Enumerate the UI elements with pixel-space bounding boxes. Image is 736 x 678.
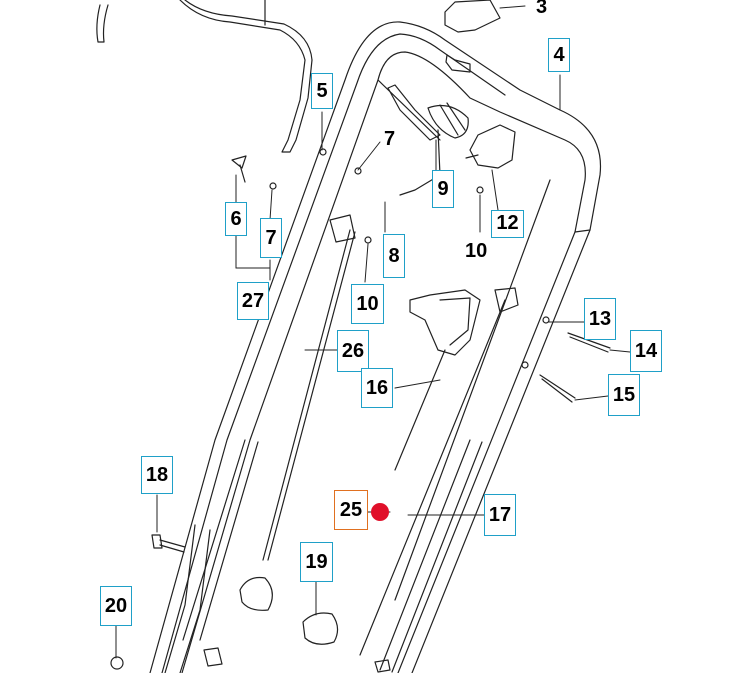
callout-27: 27 xyxy=(237,282,269,320)
top-bracket xyxy=(444,0,501,73)
callout-16: 16 xyxy=(361,368,393,408)
throttle-control xyxy=(409,287,519,356)
fasteners xyxy=(110,148,611,673)
callout-6: 6 xyxy=(225,202,247,236)
callout-8: 8 xyxy=(383,234,405,278)
callout-25: 25 xyxy=(334,490,368,530)
upper-handle xyxy=(149,21,602,674)
lower-handle xyxy=(164,439,483,674)
cables xyxy=(262,179,551,656)
callout-12: 12 xyxy=(491,210,524,238)
callout-10: 10 xyxy=(351,284,384,324)
highlight-marker xyxy=(371,503,389,521)
callout-15: 15 xyxy=(608,374,640,416)
callout-20: 20 xyxy=(100,586,132,626)
grip-knob xyxy=(387,84,469,196)
callout-4: 4 xyxy=(548,38,570,72)
callout-14: 14 xyxy=(630,330,662,372)
callout-19: 19 xyxy=(300,542,333,582)
callout-17: 17 xyxy=(484,494,516,536)
callout-13: 13 xyxy=(584,298,616,340)
cable-clip xyxy=(465,124,516,169)
callout-26: 26 xyxy=(337,330,369,372)
callout-9: 9 xyxy=(432,170,454,208)
callout-18: 18 xyxy=(141,456,173,494)
callout-7-top: 7 xyxy=(384,128,396,150)
callout-3: 3 xyxy=(536,0,548,18)
leader-lines xyxy=(115,5,631,659)
callout-10-right: 10 xyxy=(465,240,488,262)
bail-lever xyxy=(96,0,313,153)
callout-7: 7 xyxy=(260,218,282,258)
callout-5: 5 xyxy=(311,73,333,109)
